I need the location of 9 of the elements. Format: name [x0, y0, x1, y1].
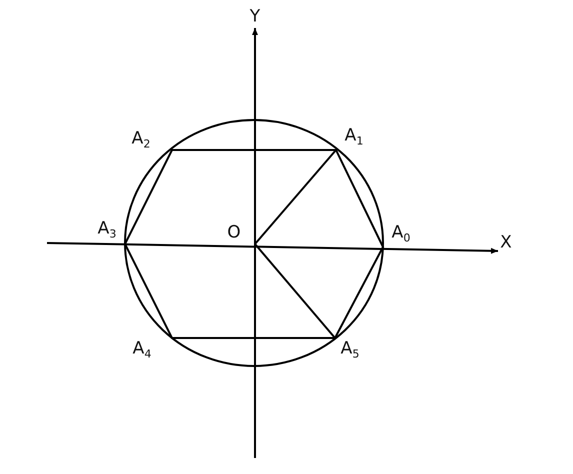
point-label: A$_{0}$	[392, 224, 410, 244]
axis-label: Y	[250, 8, 260, 26]
point-label: A$_{4}$	[132, 340, 152, 360]
origin-label: O	[227, 224, 241, 242]
point-label: A$_{5}$	[340, 340, 360, 360]
point-label: A$_{1}$	[344, 127, 364, 147]
point-label: A$_{2}$	[132, 130, 150, 150]
axis-label: X	[500, 234, 512, 252]
point-label: A$_{3}$	[98, 220, 116, 240]
